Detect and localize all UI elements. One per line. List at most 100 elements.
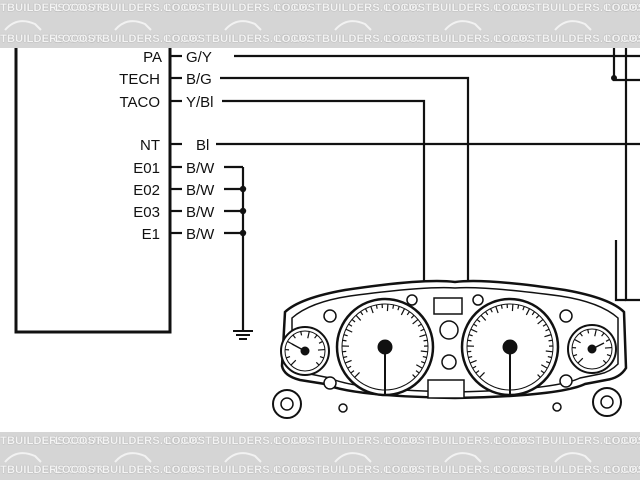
gauge-tick [545, 328, 550, 332]
watermark-car-icons [4, 20, 592, 31]
pin-label-e02: E02 [133, 182, 160, 199]
gauge-tick [489, 308, 493, 313]
watermark-banner-bottom: LOCOSTBUILDERS.CO.UK LOCOSTBUILDERS.CO.U… [0, 432, 640, 480]
watermark-text: LOCOSTBUILDERS.CO.UK [0, 33, 105, 45]
gauge-tick [540, 370, 545, 374]
gauge-tick [420, 350, 428, 353]
gauge-tick [412, 374, 416, 378]
watermark-text: LOCOSTBUILDERS.CO.UK [165, 464, 310, 476]
gauge-tick [307, 331, 310, 339]
gauge-tick [345, 328, 353, 333]
pin-label-e1: E1 [142, 226, 160, 243]
gauge-tick [392, 304, 395, 309]
gauge-tick [344, 359, 352, 364]
gauge-tick [548, 339, 553, 342]
gauge-tick [476, 318, 481, 323]
gauge-tick [500, 304, 503, 309]
gauge-tick [579, 332, 583, 337]
watermark-text: LOCOSTBUILDERS.CO.UK [165, 2, 310, 14]
wire-label-e03: B/W [186, 204, 215, 221]
gauge-tick [468, 334, 473, 337]
gauge-tick [577, 357, 584, 364]
gauge-tick [343, 355, 348, 359]
watermark-text: LOCOSTBUILDERS.CO.UK [385, 464, 530, 476]
gauge-tick [545, 350, 553, 353]
gauge-tick [547, 355, 552, 359]
gauge-tick [420, 328, 425, 332]
ground-symbol-icon [233, 330, 253, 340]
watermark-text: LOCOSTBUILDERS.CO.UK [0, 2, 105, 14]
gauge-tick [400, 308, 406, 316]
watermark-text: LOCOSTBUILDERS.CO.UK [55, 464, 200, 476]
watermark-row: LOCOSTBUILDERS.CO.UK LOCOSTBUILDERS.CO.U… [0, 464, 640, 478]
watermark-row: LOCOSTBUILDERS.CO.UK LOCOSTBUILDERS.CO.U… [0, 2, 640, 16]
wire-label-e1: B/W [186, 226, 215, 243]
gauge-tick [542, 323, 547, 327]
watermark-text: LOCOSTBUILDERS.CO.UK [605, 464, 640, 476]
gauge-tick [416, 364, 423, 369]
watermark-text: LOCOSTBUILDERS.CO.UK [165, 435, 310, 447]
gauge-tick [314, 334, 318, 339]
watermark-text: LOCOSTBUILDERS.CO.UK [495, 435, 640, 447]
gauge-tick [470, 328, 478, 333]
gauge-tick [286, 356, 291, 359]
gauge-tick [535, 314, 540, 319]
gauge-tick [292, 334, 296, 339]
wire-label-tech: B/G [186, 71, 212, 88]
gauge-tick [397, 306, 400, 311]
watermark-text: LOCOSTBUILDERS.CO.UK [275, 2, 420, 14]
gauge-tick [602, 359, 607, 364]
gauge-tick [287, 340, 294, 346]
watermark-text: LOCOSTBUILDERS.CO.UK [275, 33, 420, 45]
gauge-tick [354, 372, 360, 378]
instrument-cluster-icon [272, 279, 628, 419]
gauge-tick [517, 304, 520, 309]
gauge-tick [420, 360, 426, 364]
gauge-tick [468, 355, 473, 359]
pin-label-e01: E01 [133, 160, 160, 177]
watermark-text: LOCOSTBUILDERS.CO.UK [605, 2, 640, 14]
watermark-banner-top: LOCOSTBUILDERS.CO.UK LOCOSTBUILDERS.CO.U… [0, 0, 640, 48]
gauge-tick [290, 359, 297, 366]
gauge-tick [351, 318, 356, 323]
pin-label-pa: PA [143, 49, 162, 66]
gauge-tick [606, 354, 611, 357]
watermark-text: LOCOSTBUILDERS.CO.UK [55, 435, 200, 447]
gauge-tick [601, 332, 605, 337]
gauge-tick [318, 340, 323, 344]
wire-taco [222, 99, 426, 284]
gauge-tick [537, 374, 541, 378]
gauge-tick [422, 355, 427, 359]
watermark-text: LOCOSTBUILDERS.CO.UK [0, 435, 105, 447]
watermark-text: LOCOSTBUILDERS.CO.UK [495, 2, 640, 14]
gauge-tick [480, 314, 487, 321]
gauge-tick [410, 314, 415, 319]
gauge-ticks [285, 304, 612, 378]
gauge-tick [545, 360, 551, 364]
watermark-text: LOCOSTBUILDERS.CO.UK [385, 435, 530, 447]
watermark-row: LOCOSTBUILDERS.CO.UK LOCOSTBUILDERS.CO.U… [0, 435, 640, 449]
gauge-tick [472, 365, 477, 369]
gauge-tick [467, 339, 472, 342]
watermark-text: LOCOSTBUILDERS.CO.UK [55, 33, 200, 45]
gauge-tick [315, 361, 320, 366]
gauge-tick [544, 334, 552, 338]
gauge-tick [475, 370, 480, 374]
wire-label-e02: B/W [186, 182, 215, 199]
gauge-tick [574, 338, 581, 344]
gauge-tick [300, 331, 303, 336]
watermark-text: LOCOSTBUILDERS.CO.UK [0, 464, 105, 476]
gauge-tick [594, 329, 597, 337]
gauge-tick [406, 311, 410, 316]
watermark-text: LOCOSTBUILDERS.CO.UK [165, 33, 310, 45]
pin-label-tech: TECH [119, 71, 160, 88]
gauge-tick [485, 311, 489, 316]
gauge-tick [360, 311, 364, 316]
gauge-tick [525, 308, 531, 316]
gauge-tick [495, 306, 499, 314]
gauge-tick [587, 329, 590, 334]
watermark-text: LOCOSTBUILDERS.CO.UK [605, 435, 640, 447]
gauge-tick [522, 306, 525, 311]
gauge-tick [605, 338, 610, 342]
gauge-tick [370, 306, 374, 314]
